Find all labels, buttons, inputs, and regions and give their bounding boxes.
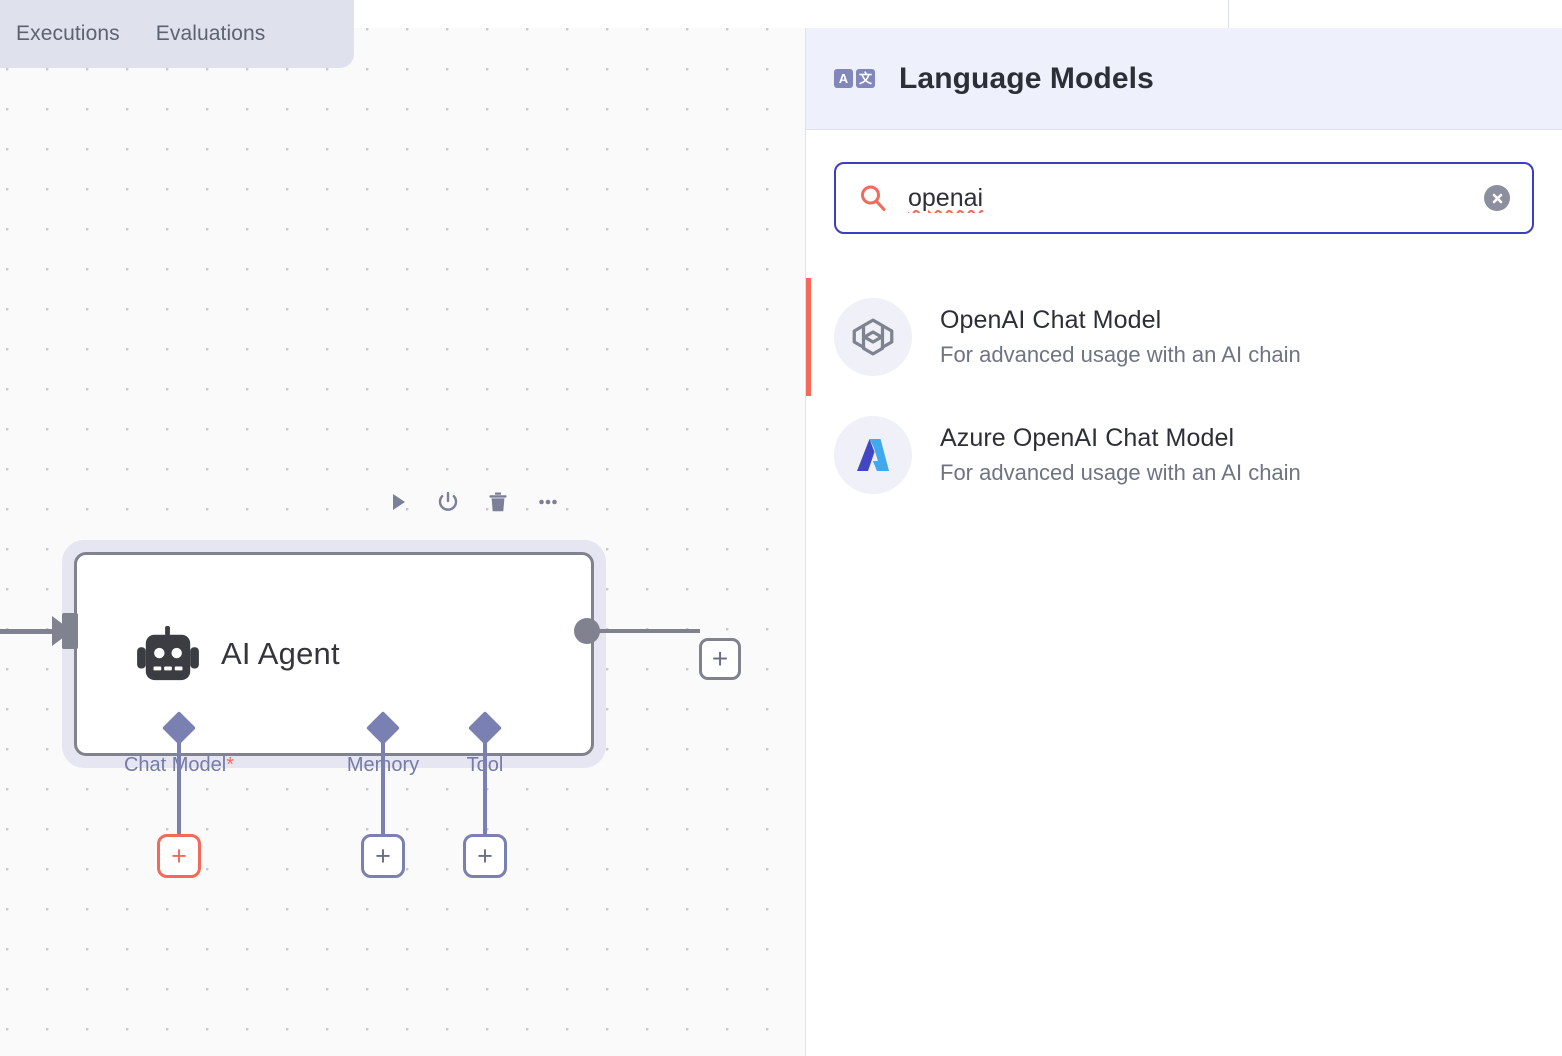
robot-icon (137, 626, 199, 681)
openai-logo-icon-wrap (834, 298, 912, 376)
output-wire (596, 629, 700, 633)
plus-icon: + (171, 840, 187, 871)
more-options-icon[interactable] (536, 490, 560, 514)
azure-logo-icon (857, 439, 889, 471)
tab-bar: Executions Evaluations (0, 0, 354, 68)
plus-icon: + (477, 840, 493, 871)
tab-evaluations[interactable]: Evaluations (155, 22, 266, 45)
clear-search-icon[interactable] (1484, 185, 1510, 211)
node-output-port[interactable] (574, 618, 600, 644)
add-chat-model-button[interactable]: + (157, 834, 201, 878)
deactivate-node-icon[interactable] (436, 490, 460, 514)
tab-executions[interactable]: Executions (16, 22, 120, 45)
result-item-azure-openai-chat-model[interactable]: Azure OpenAI Chat Model For advanced usa… (806, 396, 1562, 514)
chat-model-label: Chat Model* (124, 754, 234, 777)
input-wire (0, 629, 56, 634)
result-title: Azure OpenAI Chat Model (940, 424, 1235, 452)
add-next-node-button[interactable]: + (699, 638, 741, 680)
tool-stem (483, 728, 487, 858)
translate-icon: A 文 (834, 69, 875, 88)
plus-icon: + (375, 840, 391, 871)
top-strip-divider (1228, 0, 1229, 28)
result-text: Azure OpenAI Chat Model For advanced usa… (940, 424, 1301, 486)
plus-icon: + (711, 643, 729, 674)
node-title: AI Agent (221, 636, 340, 671)
chat-model-label-text: Chat Model (123, 754, 227, 776)
memory-stem (381, 728, 385, 858)
delete-node-icon[interactable] (486, 490, 510, 514)
node-toolbar (386, 490, 560, 514)
translate-icon-cjk: 文 (856, 69, 875, 88)
ai-agent-node[interactable]: AI Agent (74, 552, 594, 756)
required-asterisk: * (226, 754, 235, 776)
panel-header: A 文 Language Models (806, 28, 1562, 130)
nodes-panel: A 文 Language Models (805, 28, 1562, 1056)
azure-logo-icon-wrap (834, 416, 912, 494)
result-subtitle: For advanced usage with an AI chain (940, 460, 1301, 485)
result-text: OpenAI Chat Model For advanced usage wit… (940, 306, 1301, 368)
node-input-port[interactable] (62, 613, 78, 649)
search-area (806, 130, 1562, 234)
results-list: OpenAI Chat Model For advanced usage wit… (806, 278, 1562, 514)
execute-node-icon[interactable] (386, 490, 410, 514)
add-tool-button[interactable]: + (463, 834, 507, 878)
search-input[interactable] (908, 183, 1464, 213)
search-icon (861, 185, 886, 211)
result-item-openai-chat-model[interactable]: OpenAI Chat Model For advanced usage wit… (806, 278, 1562, 396)
translate-icon-a: A (834, 69, 853, 88)
result-subtitle: For advanced usage with an AI chain (940, 342, 1301, 367)
search-box[interactable] (834, 162, 1534, 234)
result-title: OpenAI Chat Model (940, 306, 1162, 334)
openai-logo-icon (852, 318, 894, 356)
chat-model-stem (177, 728, 181, 858)
panel-title: Language Models (899, 61, 1154, 95)
workflow-canvas[interactable]: AI Agent + Chat Model* + Memory (0, 28, 805, 1056)
add-memory-button[interactable]: + (361, 834, 405, 878)
